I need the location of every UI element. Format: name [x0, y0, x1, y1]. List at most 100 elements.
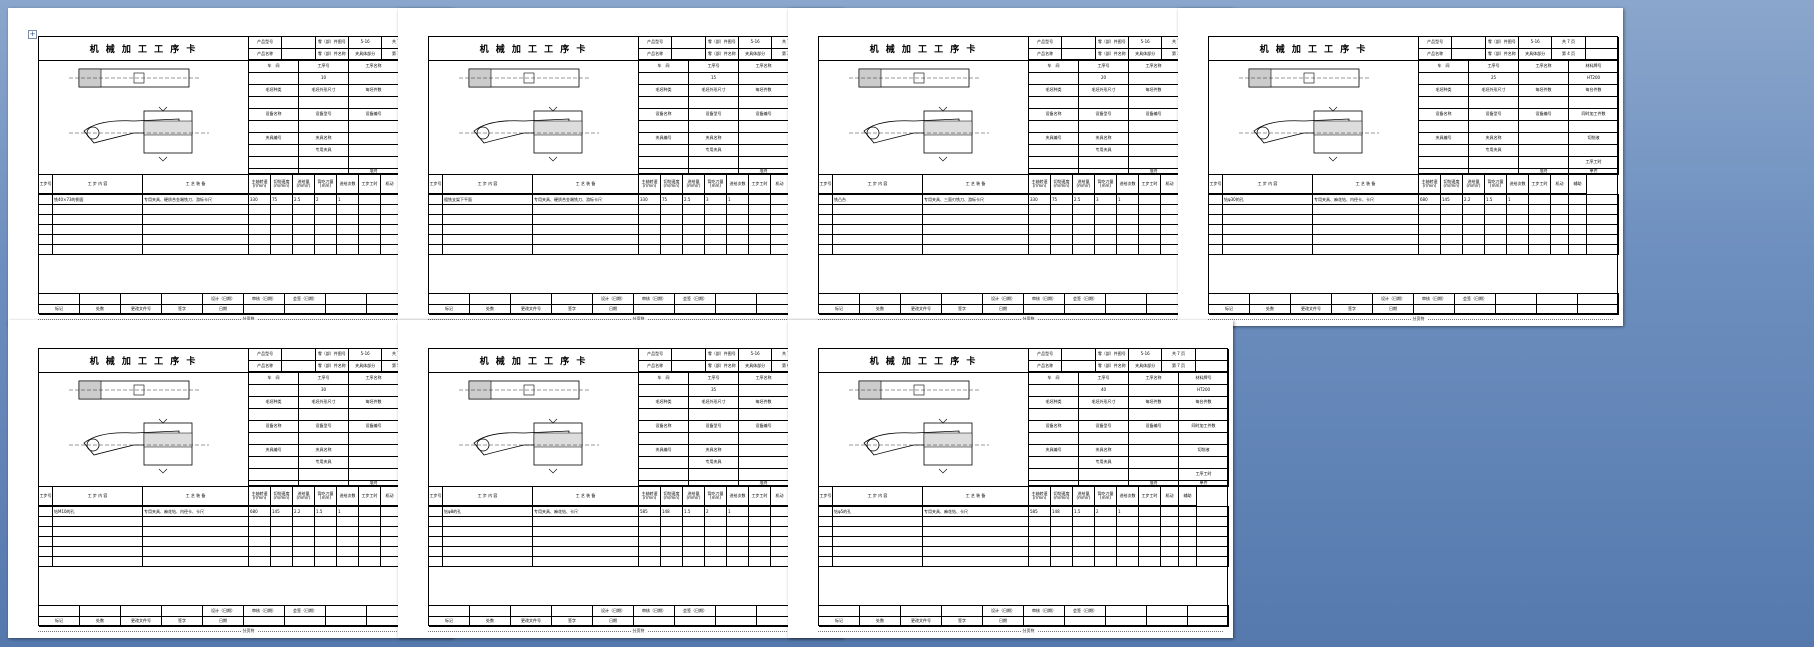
- table-cell: [923, 205, 1029, 214]
- table-cell: [1139, 537, 1161, 546]
- table-cell: [683, 215, 705, 224]
- sign-cell: [429, 294, 470, 305]
- sign-cell: [121, 294, 162, 305]
- table-cell: [819, 507, 833, 516]
- document-page[interactable]: 机 械 加 工 工 序 卡 产品型号 零（部）件图号 5-16 共 7 页 产品…: [788, 8, 1233, 326]
- table-cell: [39, 547, 53, 556]
- part-name-label: 零（部）件名称: [705, 360, 739, 372]
- table-cell: [1161, 225, 1179, 234]
- document-page[interactable]: 机 械 加 工 工 序 卡 产品型号 零（部）件图号 5-16 共 7 页 产品…: [788, 320, 1233, 638]
- table-cell: [39, 557, 53, 566]
- blank-cell: [1195, 360, 1229, 372]
- table-cell: [705, 557, 727, 566]
- fixture-name-value: 专用夹具: [689, 456, 739, 469]
- material-label: 材料牌号: [1569, 61, 1619, 73]
- table-cell: [683, 235, 705, 244]
- ops-header-cell: 背吃刀量 (mm): [1485, 175, 1507, 194]
- sign-cell: 标记: [819, 304, 860, 315]
- table-row: [1209, 205, 1619, 215]
- ops-header-cell: 工步号: [39, 175, 53, 194]
- blank-cell: [639, 168, 689, 174]
- document-page[interactable]: 机 械 加 工 工 序 卡 产品型号 零（部）件图号 5-16 共 7 页 产品…: [398, 320, 843, 638]
- part-code-label: 零（部）件图号: [1095, 349, 1129, 361]
- sign-cell: 更改文件号: [1291, 304, 1332, 315]
- table-cell: [1209, 225, 1223, 234]
- process-sketch: [429, 373, 639, 487]
- blank-cell: [1029, 168, 1079, 174]
- blank-type-value: [1419, 96, 1469, 109]
- table-cell: [819, 195, 833, 204]
- table-cell: [683, 557, 705, 566]
- table-cell: [923, 517, 1029, 526]
- table-move-handle-icon[interactable]: +: [28, 30, 37, 39]
- table-cell: [249, 245, 271, 254]
- sign-off-block: 设计（日期）审核（日期）会签（日期）标记处数更改文件号签字日期: [429, 293, 839, 315]
- blank-size-value: [1079, 96, 1129, 109]
- blank-size-label: 毛坯外形尺寸: [689, 396, 739, 409]
- table-cell: [53, 537, 143, 546]
- blank-count-label: 每坯件数: [1519, 84, 1569, 97]
- equipment-model-value: [299, 432, 349, 445]
- table-row: [429, 557, 839, 567]
- blank-size-label: 毛坯外形尺寸: [1469, 84, 1519, 97]
- sign-cell: 会签（日期）: [1455, 294, 1496, 305]
- sign-cell: [1537, 304, 1578, 315]
- document-page[interactable]: 机 械 加 工 工 序 卡 产品型号 零（部）件图号 5-16 共 7 页 产品…: [1178, 8, 1623, 326]
- blank-type-value: [1029, 96, 1079, 109]
- equipment-name-value: [249, 432, 299, 445]
- ops-header-cell: 工步工时: [359, 487, 381, 506]
- sign-cell: [716, 304, 757, 315]
- part-code-label: 零（部）件图号: [705, 349, 739, 361]
- equipment-no-value: [1519, 120, 1569, 133]
- document-page[interactable]: 机 械 加 工 工 序 卡 产品型号 零（部）件图号 5-16 共 7 页 产品…: [8, 8, 453, 326]
- table-cell: [443, 537, 533, 546]
- table-cell: [771, 205, 789, 214]
- table-cell: [1095, 537, 1117, 546]
- table-cell: [727, 547, 749, 556]
- blank-cell: [1029, 468, 1079, 481]
- table-cell: [293, 557, 315, 566]
- table-cell: [661, 205, 683, 214]
- card-info-grid: 车 间 工序号 工序名称 材料牌号 40 HT200 毛坯种类 毛坯外形尺寸 每…: [1029, 373, 1229, 487]
- process-no-value: 35: [689, 384, 739, 397]
- table-cell: [143, 547, 249, 556]
- page-break: 分页符: [38, 628, 443, 634]
- concurrent-label: 同时加工件数: [1179, 420, 1229, 433]
- fixture-name-value: 专用夹具: [299, 144, 349, 157]
- table-row: [429, 537, 839, 547]
- table-cell: [315, 235, 337, 244]
- sign-cell: 会签（日期）: [675, 606, 716, 617]
- workshop-value: [1029, 72, 1079, 85]
- table-cell: [1463, 225, 1485, 234]
- document-page[interactable]: 机 械 加 工 工 序 卡 产品型号 零（部）件图号 5-16 共 7 页 产品…: [8, 320, 453, 638]
- table-cell: [639, 547, 661, 556]
- blank-type-value: [249, 408, 299, 421]
- blank-count-value: [349, 96, 399, 109]
- blank-count-value: [349, 408, 399, 421]
- table-cell: [749, 215, 771, 224]
- table-cell: [53, 225, 143, 234]
- ops-header-cell: 工 步 内 容: [443, 487, 533, 506]
- sign-cell: [1291, 294, 1332, 305]
- table-cell: [429, 235, 443, 244]
- table-cell: 2.5: [1073, 195, 1095, 204]
- equipment-model-label: 设备型号: [1469, 108, 1519, 121]
- sign-cell: 处数: [860, 304, 901, 315]
- table-cell: [359, 527, 381, 536]
- table-cell: [1051, 245, 1073, 254]
- equipment-name-value: [639, 432, 689, 445]
- table-cell: [337, 517, 359, 526]
- equipment-model-value: [689, 120, 739, 133]
- process-name-value: [739, 384, 789, 397]
- document-page[interactable]: 机 械 加 工 工 序 卡 产品型号 零（部）件图号 5-16 共 7 页 产品…: [398, 8, 843, 326]
- table-cell: [1179, 517, 1197, 526]
- ops-header-cell: 背吃刀量 (mm): [705, 175, 727, 194]
- ops-header-cell: 工步工时: [1139, 175, 1161, 194]
- blank-cell: [1079, 468, 1129, 481]
- ops-header-cell: 工 艺 装 备: [143, 487, 249, 506]
- table-cell: [143, 225, 249, 234]
